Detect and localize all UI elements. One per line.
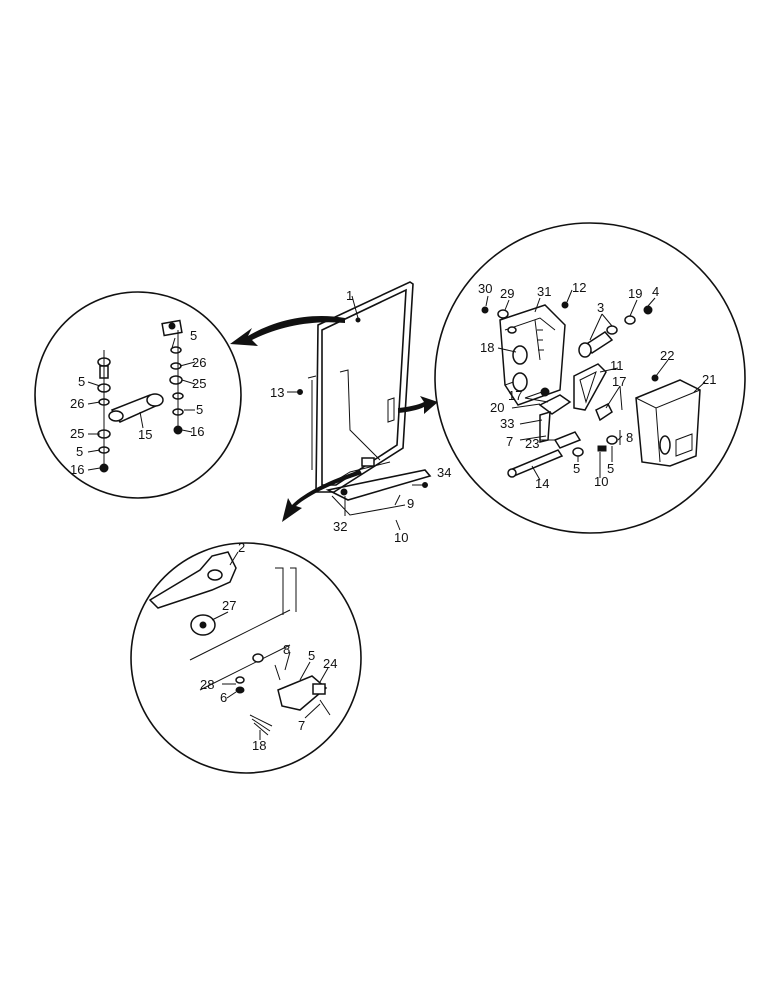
label-32: 32 [333,519,347,534]
label-3: 3 [597,300,604,315]
label-10-center: 10 [394,530,408,545]
label-16-left-a: 16 [190,424,204,439]
label-7-bottom: 7 [298,718,305,733]
label-5-left-c: 5 [78,374,85,389]
lock-bracket-31 [499,304,566,406]
part-labels: 1 13 34 9 32 10 5 26 25 5 16 15 5 26 25 … [70,280,716,753]
label-7-right: 7 [506,434,513,449]
label-16-left-b: 16 [70,462,84,477]
label-4: 4 [652,284,659,299]
latch-handle-2 [148,551,237,609]
cover-21 [635,379,701,467]
label-30: 30 [478,281,492,296]
label-5-bottom: 5 [308,648,315,663]
label-8-bottom: 8 [283,642,290,657]
label-22: 22 [660,348,674,363]
label-15: 15 [138,427,152,442]
label-10-right: 10 [594,474,608,489]
label-14: 14 [535,476,549,491]
label-5-left-b: 5 [196,402,203,417]
door-frame [307,281,414,493]
label-17-b: 17 [612,374,626,389]
pivot-point [355,317,361,323]
latch-plate-11 [573,363,607,411]
label-1: 1 [346,288,353,303]
arrow-to-right-circle [398,396,438,414]
rod-14 [507,449,564,478]
label-5-right-b: 5 [607,461,614,476]
lever-group [538,387,621,457]
label-20: 20 [490,400,504,415]
label-25-left-b: 25 [70,426,84,441]
label-24: 24 [323,656,337,671]
arrow-to-bottom-circle [282,470,362,522]
label-6: 6 [220,690,227,705]
label-23: 23 [525,436,539,451]
detail-circle-left [34,291,242,499]
label-5-left-d: 5 [76,444,83,459]
bolt-3 [578,305,653,358]
label-18-right: 18 [480,340,494,355]
label-26-left-a: 26 [192,355,206,370]
label-25-left-a: 25 [192,376,206,391]
label-18-bottom: 18 [252,738,266,753]
label-29: 29 [500,286,514,301]
label-26-left-b: 26 [70,396,84,411]
latch-body [189,567,331,736]
label-5-left-a: 5 [190,328,197,343]
hinge-assembly [97,319,184,473]
label-31: 31 [537,284,551,299]
leader-lines [87,289,706,740]
nut-32 [340,488,348,496]
label-13: 13 [270,385,284,400]
screw-13 [297,389,303,395]
detail-circle-bottom [130,542,362,774]
label-9: 9 [407,496,414,511]
label-5-right-a: 5 [573,461,580,476]
label-28: 28 [200,677,214,692]
arrow-to-left-circle [230,316,345,346]
label-27: 27 [222,598,236,613]
detail-circle-right [434,222,746,534]
label-12: 12 [572,280,586,295]
label-34: 34 [437,465,451,480]
label-17-a: 17 [508,388,522,403]
label-8-right: 8 [626,430,633,445]
label-33: 33 [500,416,514,431]
label-11: 11 [610,358,624,373]
label-21: 21 [702,372,716,387]
bar-9 [325,469,432,516]
label-19: 19 [628,286,642,301]
label-2: 2 [238,540,245,555]
